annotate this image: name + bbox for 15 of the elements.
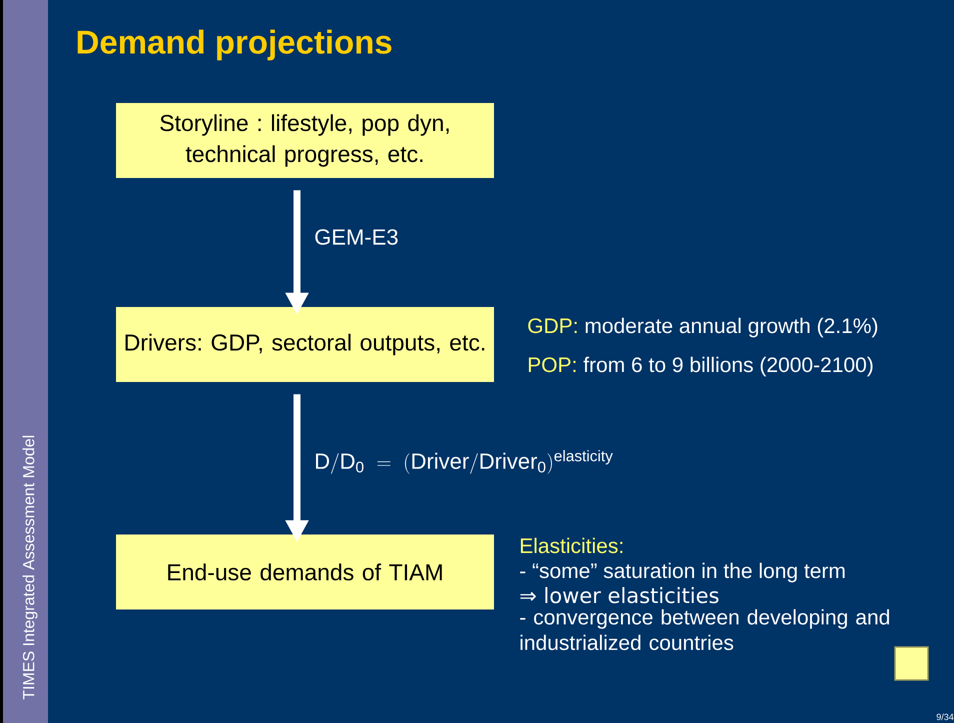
note-text: ⇒ lower elasticities xyxy=(520,587,718,604)
note-text: - convergence between developing and industrialized countries xyxy=(520,609,890,650)
text-box: Drivers: GDP, sectoral outputs, etc. xyxy=(116,307,494,382)
page-number: 9/34 xyxy=(936,713,954,720)
note-text: GDP: moderate annual growth (2.1%) xyxy=(528,318,878,338)
note-heading: Elasticities: xyxy=(520,538,622,554)
text-box: End-use demands of TIAM xyxy=(116,534,494,610)
edge-label: $\mathrm{D/D_{0}\ =\ (Driver/Driver_{0})^{elasticity}}$ xyxy=(316,450,613,474)
side-title: TIMES Integrated Assessment Model xyxy=(22,436,38,700)
text-box: Storyline : lifestyle, pop dyn, technical progress, etc. xyxy=(116,103,494,178)
slide-title: Demand projections xyxy=(78,30,392,60)
note-text: - “some” saturation in the long term xyxy=(520,562,845,582)
square-button xyxy=(894,646,929,681)
note-text: POP: from 6 to 9 billions (2000-2100) xyxy=(528,356,872,376)
edge-label: GEM-E3 xyxy=(315,229,398,245)
